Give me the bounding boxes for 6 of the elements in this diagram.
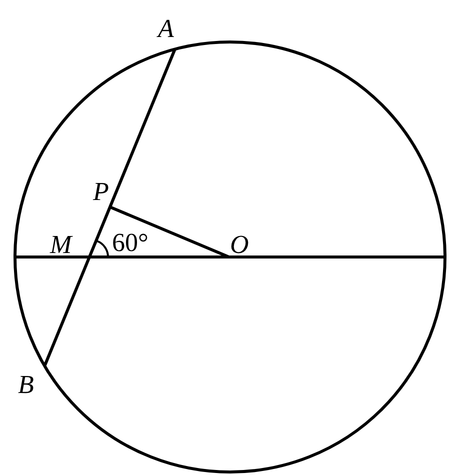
point-label: P <box>93 179 109 205</box>
point-label: A <box>158 16 174 42</box>
angle-label: 60° <box>112 230 148 256</box>
point-label: O <box>230 232 249 258</box>
point-label: B <box>18 372 34 398</box>
point-label: M <box>50 232 72 258</box>
